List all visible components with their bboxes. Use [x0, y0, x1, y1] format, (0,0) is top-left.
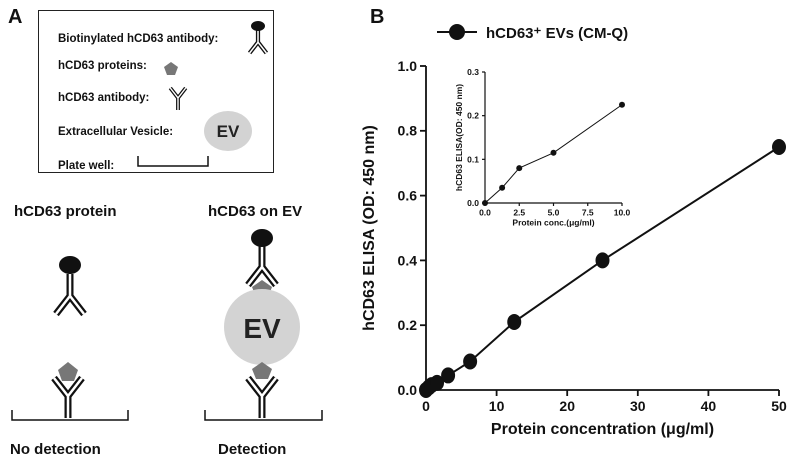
inset-x-tick-label: 0.0 — [479, 208, 491, 218]
legend-ev-icon — [204, 111, 252, 151]
main-y-tick-label: 0.6 — [398, 188, 418, 204]
inset-x-tick-label: 7.5 — [582, 208, 594, 218]
inset-y-tick-label: 0.3 — [467, 67, 479, 77]
main-data-point — [772, 139, 786, 155]
main-y-tick-label: 0.8 — [398, 123, 418, 139]
main-data-point — [595, 252, 610, 269]
no-detection-caption: No detection — [10, 441, 101, 458]
ev-bottom-protein — [252, 362, 272, 379]
main-data-point — [463, 353, 478, 370]
legend-protein-label: hCD63 proteins: — [58, 60, 147, 72]
main-data-point — [430, 374, 445, 391]
legend-plate-well-icon — [137, 156, 209, 167]
left-plate-well — [11, 410, 129, 421]
inset-data-point — [550, 149, 557, 156]
detection-caption: Detection — [218, 441, 287, 458]
legend-biotin-antibody-icon — [250, 21, 267, 53]
main-y-tick-label: 0.0 — [398, 382, 418, 398]
main-x-tick-label: 50 — [771, 398, 787, 414]
panel-a-letter: A — [8, 6, 23, 28]
hcd63-protein-title: hCD63 protein — [14, 203, 117, 220]
main-x-tick-label: 40 — [701, 398, 717, 414]
main-data-point — [441, 367, 456, 384]
left-detection-antibody — [56, 256, 84, 314]
main-y-tick-label: 1.0 — [398, 58, 418, 74]
main-x-axis-label: Protein concentration (μg/ml) — [491, 421, 714, 438]
legend-antibody-label: hCD63 antibody: — [58, 92, 150, 104]
main-x-tick-label: 0 — [422, 398, 430, 414]
legend-well-label: Plate well: — [58, 160, 115, 172]
inset-y-tick-label: 0.1 — [467, 154, 479, 164]
legend-protein-icon — [164, 62, 178, 75]
inset-x-tick-label: 2.5 — [513, 208, 525, 218]
main-x-tick-label: 10 — [489, 398, 505, 414]
inset-x-tick-label: 10.0 — [614, 208, 631, 218]
main-series-line — [425, 146, 780, 391]
ev-text: EV — [243, 313, 281, 344]
inset-data-point — [482, 200, 488, 206]
inset-data-point — [619, 101, 625, 108]
inset-y-axis-label: hCD63 ELISA(OD: 450 nm) — [454, 84, 464, 191]
right-plate-well — [204, 410, 323, 421]
legend-ev-label: Extracellular Vesicle: — [58, 126, 174, 138]
main-data-point — [507, 313, 522, 330]
ev-circle — [224, 289, 300, 365]
left-bound-protein — [58, 362, 78, 381]
panel-b-letter: B — [370, 6, 385, 28]
inset-data-point — [499, 184, 506, 191]
right-detection-antibody — [248, 229, 276, 285]
main-x-tick-label: 30 — [630, 398, 646, 414]
main-x-tick-label: 20 — [559, 398, 575, 414]
legend-biotin-label: Biotinylated hCD63 antibody: — [58, 33, 219, 45]
schematic-legend — [38, 10, 274, 173]
main-y-tick-label: 0.4 — [398, 252, 418, 268]
main-legend-label: hCD63⁺ EVs (CM-Q) — [486, 25, 628, 42]
inset-x-axis-label: Protein conc.(μg/ml) — [512, 218, 594, 228]
inset-y-tick-label: 0.2 — [467, 111, 479, 121]
main-legend-marker — [449, 24, 465, 40]
inset-x-tick-label: 5.0 — [548, 208, 560, 218]
main-y-tick-label: 0.2 — [398, 317, 418, 333]
legend-ev-text: EV — [217, 122, 240, 141]
hcd63-on-ev-title: hCD63 on EV — [208, 203, 303, 220]
inset-y-tick-label: 0.0 — [467, 198, 479, 208]
main-y-axis-label: hCD63 ELISA (OD: 450 nm) — [361, 125, 378, 331]
inset-data-point — [516, 165, 523, 172]
